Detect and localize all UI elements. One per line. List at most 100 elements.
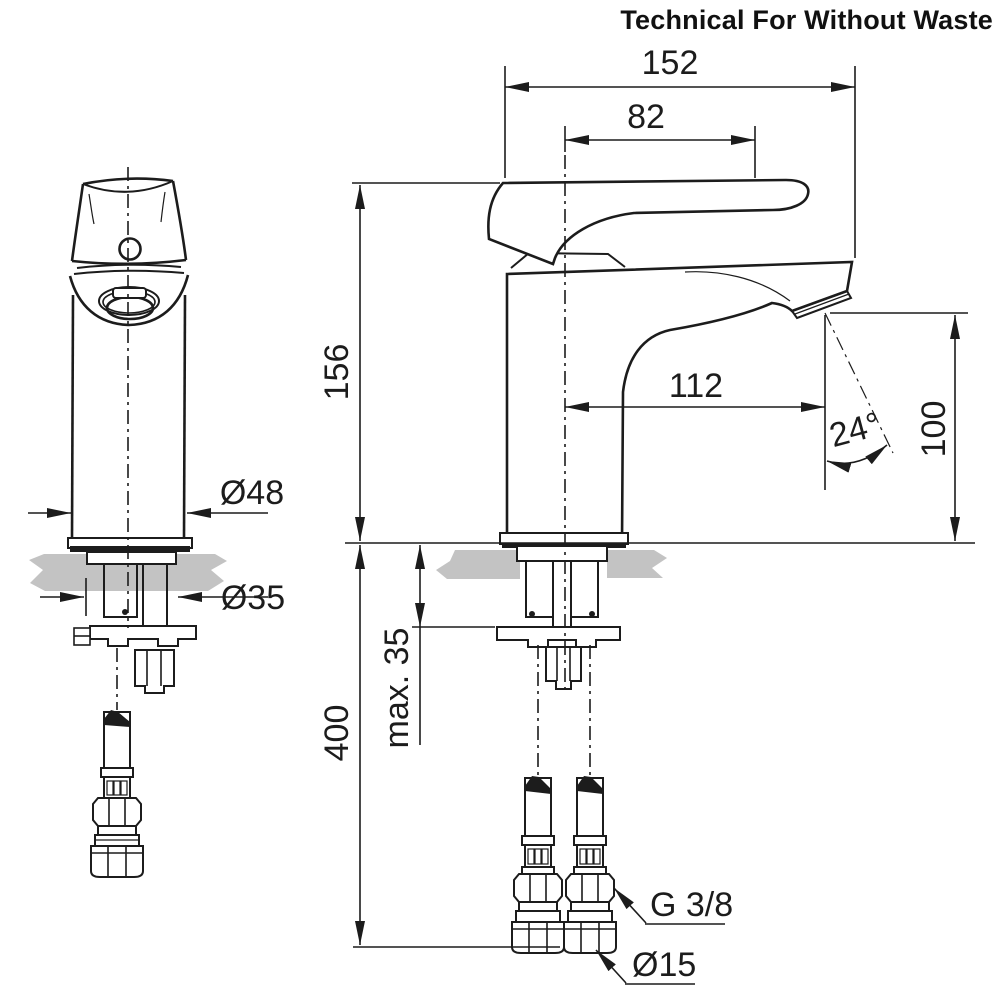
front-spout-dome <box>68 263 190 327</box>
hose-hex-facets <box>529 874 547 902</box>
hose-end-facets <box>91 846 143 877</box>
stream-axis <box>824 312 894 454</box>
dim-max35-label: max. 35 <box>378 628 416 749</box>
hose-washer-1 <box>97 825 137 836</box>
fixing-nut-facets <box>556 647 571 681</box>
dim-handle-length: 82 <box>564 98 756 178</box>
leader-arrow <box>595 949 627 984</box>
dim-100-label: 100 <box>915 401 953 458</box>
fitting-slot <box>534 848 542 865</box>
collar-arc-2 <box>73 269 185 275</box>
hose-end-facets <box>564 922 616 953</box>
hose-washer-2 <box>515 910 561 923</box>
dim-82-label: 82 <box>627 98 665 136</box>
body-right-edge <box>182 294 187 539</box>
fitting-slot <box>579 848 587 865</box>
angle-arc <box>826 444 888 473</box>
hose-hex-facets <box>581 874 599 902</box>
knob-highlight-right <box>160 191 166 223</box>
dim-outlet-angle: 24° <box>824 312 894 490</box>
mounting-flange <box>86 551 177 565</box>
hose-collar <box>521 835 555 846</box>
dim-max-deck-thickness: max. 35 <box>378 545 495 748</box>
fitting-slot <box>106 780 114 796</box>
body-spout-outline <box>505 260 854 545</box>
dome-outline <box>68 274 190 327</box>
front-body <box>67 294 193 552</box>
knob-highlight-left <box>88 193 95 225</box>
aerator-band <box>790 289 853 320</box>
front-view: Ø48 Ø35 <box>28 167 285 878</box>
leader-arrow <box>613 887 647 924</box>
g38-label: G 3/8 <box>650 886 733 924</box>
d48-label: Ø48 <box>220 474 284 512</box>
knob-right-side <box>171 180 188 261</box>
indicator-button <box>118 237 142 261</box>
dim-outlet-height: 100 <box>830 312 968 541</box>
side-countertop-left <box>436 550 520 579</box>
fitting-slot <box>593 848 601 865</box>
side-undersink <box>496 545 621 690</box>
front-flex-hose <box>90 710 144 878</box>
mounting-flange <box>516 545 608 562</box>
hose-nipple-dot <box>122 609 128 615</box>
braided-hose-top <box>103 563 138 618</box>
hose-nipple-dot <box>529 611 535 617</box>
aerator-tab <box>112 287 147 299</box>
hose-cut-end <box>104 710 130 727</box>
braided-hose-left-top <box>525 560 554 618</box>
fitting-slot <box>586 848 594 865</box>
hose-washer-1 <box>570 901 610 912</box>
dim-400-label: 400 <box>318 705 356 762</box>
hose-end-facets <box>512 922 564 953</box>
dim-152-label: 152 <box>642 44 699 82</box>
hose-cut-end <box>577 776 603 794</box>
hose-washer-1 <box>518 901 558 912</box>
page-title: Technical For Without Waste <box>620 5 993 35</box>
base-flange-seal <box>70 546 190 552</box>
dim-base-diameter: Ø48 <box>28 474 284 518</box>
hose-end-fitting <box>511 921 565 954</box>
front-undersink <box>73 551 197 694</box>
collar-arc-1 <box>76 263 182 269</box>
hose-hex-nut <box>92 797 142 827</box>
mounting-bracket <box>496 626 621 648</box>
side-view: 152 82 156 400 max. 35 <box>318 44 975 985</box>
hose-end-fitting <box>90 845 144 878</box>
side-flex-hose-right <box>563 776 617 954</box>
aerator-band-line <box>794 293 850 315</box>
hose-hex-facets <box>108 798 126 826</box>
knob-left-side <box>70 183 85 262</box>
callout-pipe-diameter: Ø15 <box>595 946 696 985</box>
hose-end-fitting <box>563 921 617 954</box>
front-handle-knob <box>70 177 188 266</box>
fitting-slot <box>541 848 549 865</box>
dim-156-label: 156 <box>318 344 356 401</box>
fixing-nut <box>545 646 582 690</box>
fitting-slot <box>113 780 121 796</box>
body-left-edge <box>70 294 75 539</box>
callout-hose-thread: G 3/8 <box>613 886 733 925</box>
dim-112-label: 112 <box>669 367 723 405</box>
dim-24-label: 24° <box>825 405 885 455</box>
hose-hex-nut <box>513 873 563 903</box>
hose-hex-nut <box>565 873 615 903</box>
hose-collar <box>100 767 134 778</box>
mounting-bracket <box>89 625 197 647</box>
lever-handle <box>487 178 810 266</box>
dim-spout-reach: 112 <box>565 367 825 412</box>
fixing-nut <box>134 649 175 694</box>
braided-hose-right-top <box>570 560 599 618</box>
hose-cut-end <box>525 776 551 794</box>
fixing-nut-facets <box>146 650 162 686</box>
dim-overall-width: 152 <box>504 44 856 258</box>
hose-collar <box>573 835 607 846</box>
d35-label: Ø35 <box>221 579 285 617</box>
fitting-slot <box>527 848 535 865</box>
knob-bottom <box>71 258 187 266</box>
hose-washer-2 <box>567 910 613 923</box>
threaded-stud <box>552 560 572 630</box>
hose-collar-2 <box>573 866 607 875</box>
side-flex-hose-left <box>511 776 565 954</box>
